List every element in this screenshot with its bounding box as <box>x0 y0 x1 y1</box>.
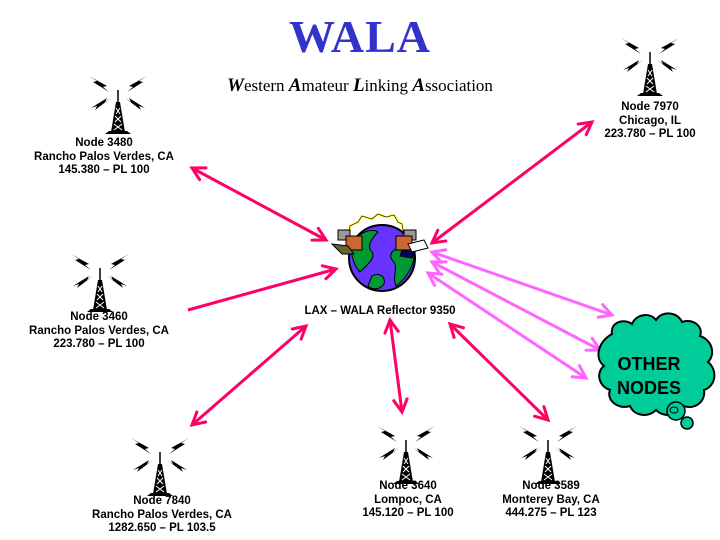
radio-tower-icon <box>377 426 435 484</box>
link-3460-arrow <box>187 267 337 312</box>
node-frequency: 1282.650 – PL 103.5 <box>108 522 216 534</box>
arrowhead <box>429 248 448 264</box>
arrowhead <box>533 405 551 423</box>
node-frequency: 444.275 – PL 123 <box>505 507 597 519</box>
subtitle-rest-3: ssociation <box>424 76 493 95</box>
node-7970-label: Node 7970 Chicago, IL 223.780 – PL 100 <box>604 101 695 142</box>
arrowhead <box>310 226 329 242</box>
link-7970-arrow <box>431 120 593 245</box>
link-other-nodes-arrow <box>431 250 613 317</box>
arrowhead <box>429 260 448 276</box>
subtitle-cap-0: W <box>227 75 244 96</box>
node-3480-label: Node 3480 Rancho Palos Verdes, CA 145.38… <box>34 137 174 178</box>
arrowhead <box>392 397 409 416</box>
node-name: Node 3460 <box>70 311 128 323</box>
arrowhead <box>383 316 400 335</box>
reflector-label: LAX – WALA Reflector 9350 <box>304 305 456 317</box>
node-location: Lompoc, CA <box>374 493 442 506</box>
link-3589-arrow <box>448 322 550 422</box>
link-other-nodes-arrow <box>431 260 601 352</box>
node-name: Node 3589 <box>522 480 580 492</box>
subtitle-cap-3: A <box>412 75 425 96</box>
page-subtitle: Western Amateur Linking Association <box>0 76 720 95</box>
node-location: Rancho Palos Verdes, CA <box>34 150 174 163</box>
link-3480-arrow <box>191 166 327 242</box>
subtitle-cap-2: L <box>352 75 365 96</box>
node-location: Rancho Palos Verdes, CA <box>29 324 169 337</box>
node-frequency: 145.380 – PL 100 <box>58 164 150 176</box>
node-3640-label: Node 3640 Lompoc, CA 145.120 – PL 100 <box>362 480 453 521</box>
other-nodes-line1: OTHER <box>617 354 681 374</box>
other-nodes-line2: NODES <box>616 378 681 398</box>
node-location: Rancho Palos Verdes, CA <box>92 508 232 521</box>
radio-tower-icon <box>131 438 189 496</box>
arrowhead <box>189 166 208 182</box>
globe-land-bottom <box>367 273 385 290</box>
operator-left-icon <box>330 229 363 255</box>
node-frequency: 223.780 – PL 100 <box>53 338 145 350</box>
radio-tower-icon <box>89 76 147 134</box>
node-7840-label: Node 7840 Rancho Palos Verdes, CA 1282.6… <box>92 495 232 536</box>
arrowhead <box>290 323 309 341</box>
subtitle-rest-1: mateur <box>301 76 353 95</box>
radio-tower-icon <box>621 38 679 96</box>
node-name: Node 3480 <box>75 137 133 149</box>
node-frequency: 145.120 – PL 100 <box>362 507 454 519</box>
arrowhead <box>570 364 589 380</box>
node-location: Chicago, IL <box>619 114 681 127</box>
subtitle-rest-0: estern <box>243 76 289 95</box>
arrowhead <box>425 271 444 287</box>
other-nodes-label: OTHER NODES <box>593 352 705 400</box>
arrowhead <box>320 264 340 281</box>
radio-tower-icon <box>71 254 129 312</box>
arrowhead <box>576 120 595 137</box>
node-name: Node 3640 <box>379 480 437 492</box>
arrowhead <box>429 228 448 245</box>
node-name: Node 7970 <box>621 101 679 113</box>
node-name: Node 7840 <box>133 495 191 507</box>
radio-tower-icon <box>519 426 577 484</box>
subtitle-rest-2: inking <box>364 76 413 95</box>
node-3589-label: Node 3589 Monterey Bay, CA 444.275 – PL … <box>502 480 600 521</box>
subtitle-cap-1: A <box>288 75 302 96</box>
arrowhead <box>596 303 615 319</box>
arrowhead <box>447 321 465 339</box>
arrowhead <box>189 410 208 428</box>
link-other-nodes-arrow <box>427 271 587 380</box>
link-3640-arrow <box>388 319 404 413</box>
node-location: Monterey Bay, CA <box>502 493 600 506</box>
link-7840-arrow <box>191 324 307 427</box>
operator-right-icon <box>395 229 429 259</box>
node-3460-label: Node 3460 Rancho Palos Verdes, CA 223.78… <box>29 311 169 352</box>
node-frequency: 223.780 – PL 100 <box>604 128 696 140</box>
page-title: WALA <box>288 11 432 62</box>
